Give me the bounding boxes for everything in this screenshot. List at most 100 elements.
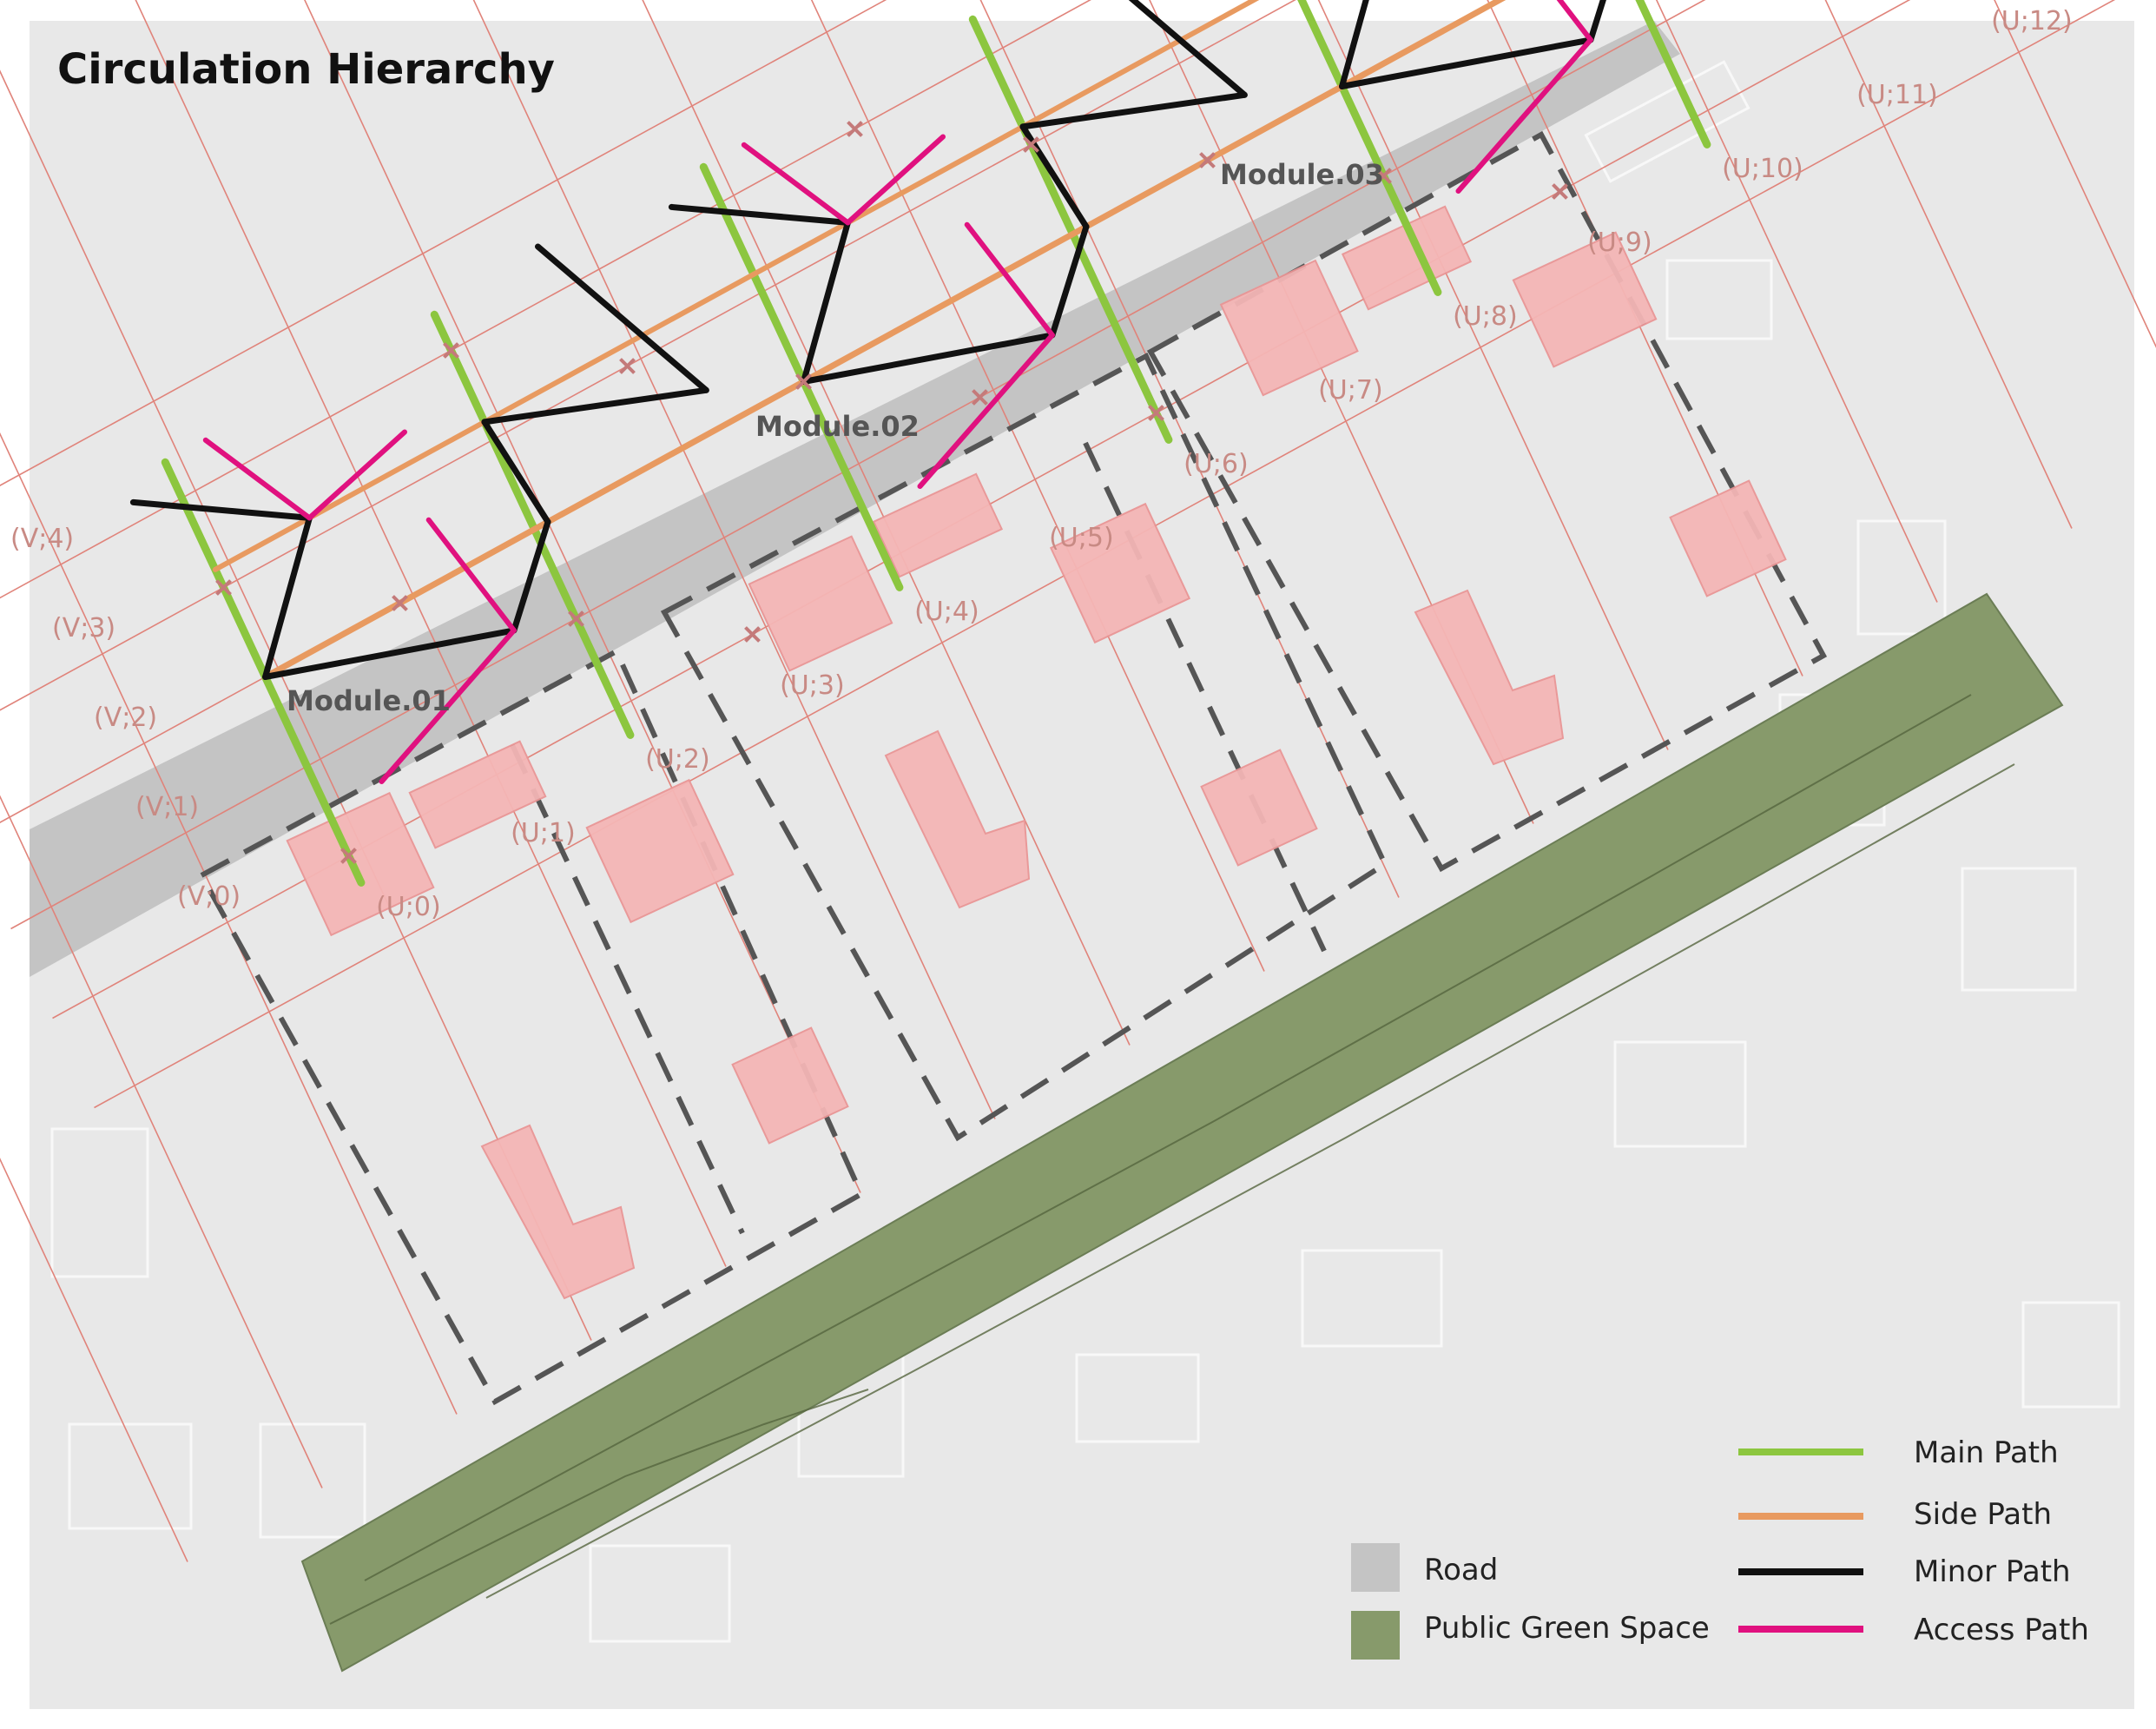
side-path (801, 83, 1345, 385)
grid-line-v (94, 0, 2116, 1109)
minor-path (801, 219, 851, 385)
main-path (430, 310, 635, 739)
module-label-03: Module.03 (1220, 158, 1384, 191)
access-path (425, 517, 517, 633)
grid-label-u: (U;4) (914, 597, 979, 627)
grid-label-u: (U;11) (1856, 80, 1938, 110)
context-buildings (50, 60, 2120, 1643)
legend-label-minor-path: Minor Path (1914, 1554, 2071, 1589)
legend: Road Public Green Space Main Path Side P… (1351, 1435, 2089, 1660)
public-green-space-area (300, 592, 2064, 1673)
grid-line-u (1487, 0, 1803, 676)
main-path (968, 15, 1173, 444)
grid-node-marker (847, 121, 863, 137)
access-path (379, 627, 517, 784)
module-label-02: Module.02 (755, 410, 920, 443)
grid-line-u (135, 0, 727, 1267)
building (1341, 205, 1473, 311)
building (1669, 479, 1787, 597)
grid-node-marker (744, 626, 761, 643)
grid-line-u (0, 1158, 188, 1562)
diagram-title: Circulation Hierarchy (57, 45, 555, 94)
minor-path (535, 243, 709, 393)
access-path (202, 437, 313, 521)
access-path (917, 332, 1055, 489)
module-02-outline (660, 352, 1388, 1142)
module-label-01: Module.01 (287, 684, 451, 717)
grid-label-v: (V;2) (94, 703, 157, 733)
building (480, 1124, 636, 1300)
grid-label-u: (U;7) (1318, 375, 1383, 406)
minor-path (1339, 0, 1369, 89)
main-path (1635, 0, 1711, 148)
minor-path (1339, 36, 1594, 89)
main-path (1297, 0, 1442, 296)
building (585, 778, 735, 924)
building (1200, 749, 1318, 867)
minor-path (1049, 223, 1090, 339)
grid-node-marker (619, 358, 636, 374)
building (1219, 259, 1359, 397)
module-divider-2 (1083, 441, 1327, 953)
grid-line-u (1655, 0, 1938, 603)
module-01-outline (197, 647, 865, 1406)
green-space-internal-paths (329, 694, 2015, 1625)
minor-path (129, 498, 313, 521)
grid-line-v (0, 0, 887, 486)
minor-path (1019, 91, 1248, 130)
grid-line-u (1994, 0, 2156, 348)
grid-label-u: (U;9) (1587, 228, 1652, 258)
access-path (964, 221, 1055, 338)
minor-path (262, 514, 313, 680)
grid-labels: (U;0)(U;1)(U;2)(U;3)(U;4)(U;5)(U;6)(U;7)… (10, 6, 2073, 922)
building (1049, 502, 1191, 644)
grid-label-u: (U;3) (780, 670, 845, 701)
grid-node-marker (972, 389, 988, 406)
minor-path (801, 332, 1056, 385)
minor-path (668, 203, 851, 226)
grid-node-marker (215, 579, 232, 596)
grid-label-u: (U;0) (376, 892, 441, 922)
grid-line-u (304, 0, 861, 1193)
legend-label-road: Road (1424, 1553, 1498, 1587)
grid-line-u (0, 432, 458, 1415)
grid-label-v: (V;4) (10, 524, 74, 554)
grid-line-u (0, 795, 323, 1488)
grid-node-marker (1023, 136, 1039, 153)
grid-node-marker (1375, 168, 1392, 184)
building (872, 472, 1004, 578)
buildings (286, 205, 1787, 1300)
grid-label-v: (V;1) (135, 792, 199, 822)
legend-label-access-path: Access Path (1914, 1613, 2089, 1647)
grid-line-v (0, 0, 1296, 711)
grid-line-u (642, 0, 1131, 1046)
building (408, 740, 547, 849)
grid-label-u: (U;1) (511, 818, 576, 848)
access-path (741, 142, 851, 226)
building (1512, 231, 1658, 368)
grid-node-marker (392, 595, 408, 611)
grid-label-v: (V;0) (177, 881, 241, 912)
grid-node-marker (795, 373, 812, 390)
minor-path (1128, 0, 1248, 98)
grid-node-marker (1552, 183, 1568, 200)
legend-label-side-path: Side Path (1914, 1497, 2052, 1532)
building (1414, 589, 1565, 766)
minor-path (511, 518, 551, 634)
building (884, 729, 1031, 909)
grid-line-u (0, 69, 592, 1341)
main-path (161, 458, 366, 887)
module-divider-1 (510, 743, 745, 1235)
grid-node-marker (568, 610, 584, 627)
grid-label-u: (U;10) (1722, 154, 1803, 184)
grid-line-u (1317, 0, 1669, 750)
minor-path (481, 386, 709, 426)
access-path (307, 429, 407, 521)
side-path (262, 379, 807, 680)
grid-line-u (1824, 0, 2073, 529)
side-path (1339, 0, 1507, 89)
module-03-outline (1146, 130, 1828, 873)
legend-label-green-space: Public Green Space (1424, 1611, 1710, 1646)
grid-line-u (472, 0, 996, 1119)
